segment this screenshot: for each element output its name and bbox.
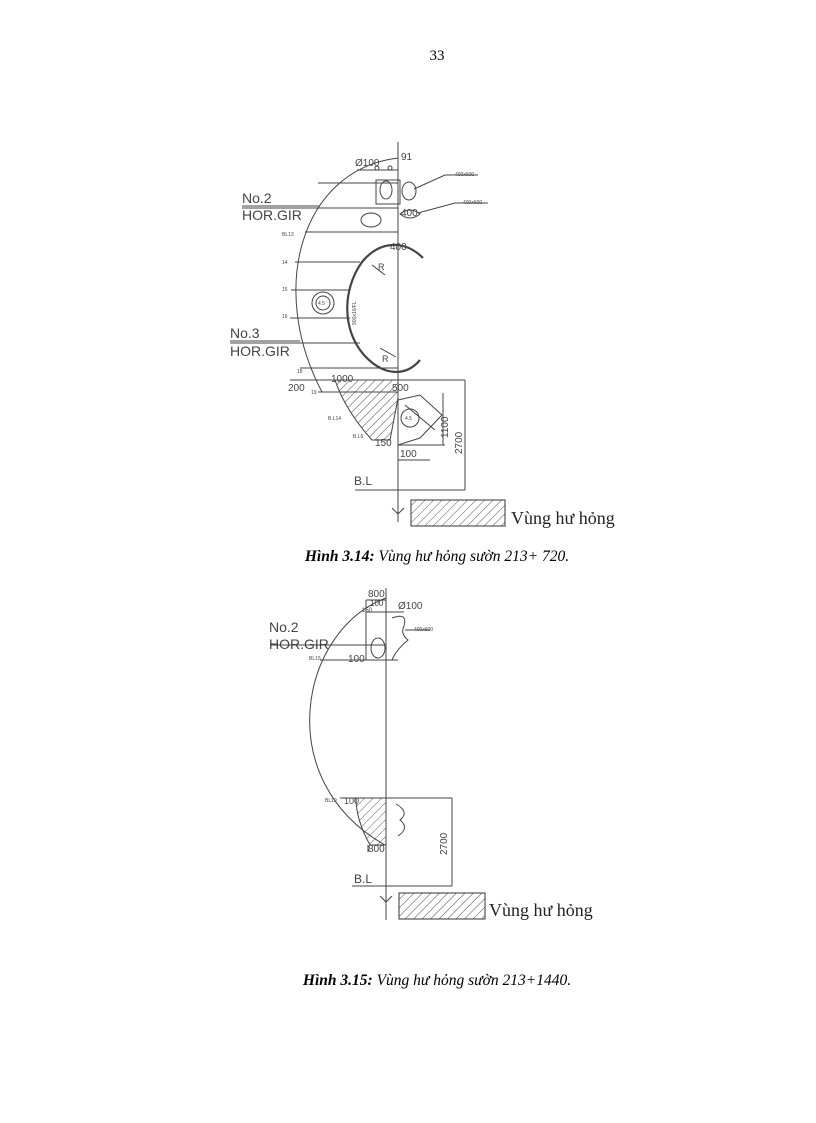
label: No.2 xyxy=(242,190,272,206)
legend-swatch-2 xyxy=(398,892,486,920)
label: HOR.GIR xyxy=(242,207,302,223)
hole xyxy=(374,165,380,171)
label: Ø100 xyxy=(398,601,423,612)
manhole xyxy=(400,408,420,428)
figure-3-14-caption: Hình 3.14: Vùng hư hỏng sườn 213+ 720. xyxy=(0,548,816,566)
cutout xyxy=(401,181,417,201)
web-arc xyxy=(346,243,424,374)
label: BL19 xyxy=(325,798,337,804)
cutout-frame xyxy=(375,179,401,205)
legend-label-2: Vùng hư hỏng xyxy=(489,900,593,920)
hull-outline xyxy=(309,597,387,846)
figure-3-14-labels: Ø100 91 400x600 400x600 No.2 HOR.GIR 400… xyxy=(230,152,482,488)
bl-arrow xyxy=(379,895,393,903)
label: B.L14 xyxy=(328,416,341,422)
label: HOR.GIR xyxy=(269,636,329,652)
leader-line xyxy=(417,202,488,214)
label: No.2 xyxy=(269,619,299,635)
label: B.L6 xyxy=(353,434,364,440)
label: 2700 xyxy=(454,431,465,454)
figure-3-15-labels: 800 100 150 Ø100 400x600 No.2 HOR.GIR BL… xyxy=(269,589,450,886)
label: 100 xyxy=(370,599,384,608)
radius-leader xyxy=(379,347,397,358)
legend-label-1: Vùng hư hỏng xyxy=(511,508,615,528)
cutout xyxy=(370,637,386,659)
label: B.L xyxy=(354,872,372,886)
label: 2700 xyxy=(439,832,450,855)
caption-label: Hình 3.15: xyxy=(302,972,373,989)
leader-line xyxy=(413,174,478,190)
label: 91 xyxy=(401,152,413,163)
label: 1000 xyxy=(331,374,354,385)
label: No.3 xyxy=(230,325,260,341)
cutout xyxy=(360,212,382,228)
figure-3-15-caption: Hình 3.15: Vùng hư hỏng sườn 213+1440. xyxy=(0,972,816,990)
label: 19 xyxy=(311,390,317,396)
manhole xyxy=(311,291,335,315)
figure-3-15-drawing xyxy=(270,588,486,920)
label: 18 xyxy=(297,369,303,375)
caption-text: Vùng hư hỏng sườn 213+1440. xyxy=(372,972,572,989)
label: HOR.GIR xyxy=(230,343,290,359)
hole xyxy=(387,165,393,171)
label: 14 xyxy=(282,260,288,266)
page-number: 33 xyxy=(429,48,445,64)
label: 500 xyxy=(392,383,409,394)
label: 400x600 xyxy=(455,172,474,178)
bl-arrow xyxy=(391,507,405,515)
damaged-area xyxy=(355,797,387,846)
label: 800 xyxy=(368,589,385,600)
label: R xyxy=(378,262,385,272)
label: Ø100 xyxy=(355,158,380,169)
label: 400x600 xyxy=(414,627,433,633)
legend-swatch-1 xyxy=(410,499,506,527)
label: 16 xyxy=(282,314,288,320)
figure-3-14-drawing xyxy=(230,142,506,527)
label: BL15 xyxy=(309,656,321,662)
cutout xyxy=(399,209,421,219)
label: 4.5 xyxy=(318,301,325,307)
label: 400 xyxy=(401,208,418,219)
caption-text: Vùng hư hỏng sườn 213+ 720. xyxy=(374,548,570,565)
label: 800 xyxy=(368,844,385,855)
label: 400 xyxy=(390,242,407,253)
radius-leader xyxy=(371,264,386,276)
manhole xyxy=(315,295,331,311)
hull-outline xyxy=(295,157,399,393)
caption-label: Hình 3.14: xyxy=(304,548,375,565)
label: 400x600 xyxy=(463,200,482,206)
label: 100 xyxy=(348,654,365,665)
label: 100 xyxy=(400,449,417,460)
label: 1100 xyxy=(440,416,451,438)
cutout-edge xyxy=(391,615,409,661)
label: B.L xyxy=(354,474,372,488)
label: 150 xyxy=(375,438,392,449)
label: 900x10/FL xyxy=(352,301,358,325)
cutout xyxy=(379,180,393,200)
cutout-edge xyxy=(395,803,405,837)
label: 15 xyxy=(282,287,288,293)
damaged-area xyxy=(334,379,399,441)
label: 150 xyxy=(362,608,373,614)
label: R xyxy=(382,354,389,364)
label: 200 xyxy=(288,383,305,394)
label: BL13 xyxy=(282,232,294,238)
label: 100 xyxy=(344,796,359,806)
label: 4.5 xyxy=(405,416,412,422)
